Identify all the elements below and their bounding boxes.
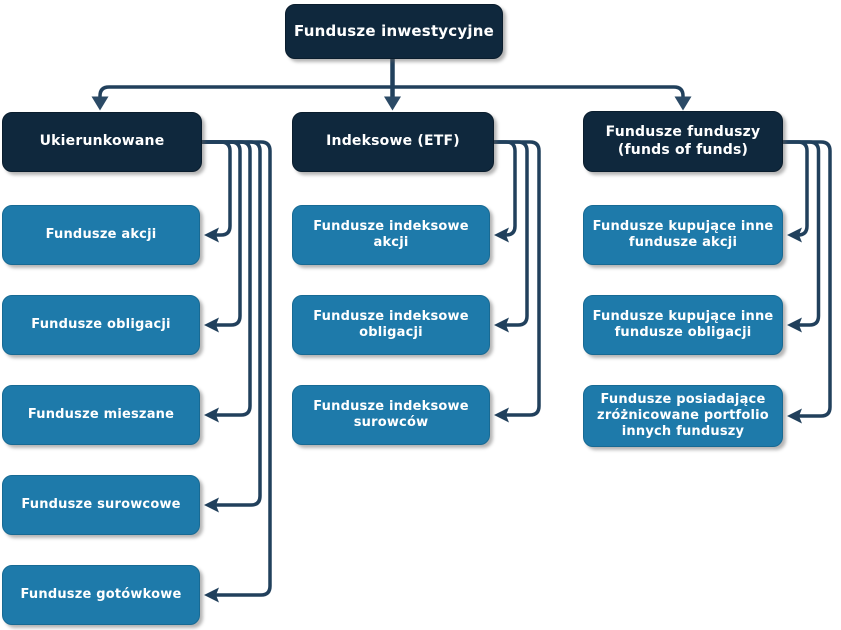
node-fundusze-kupujace-akcji: Fundusze kupujące inne fundusze akcji xyxy=(583,205,783,265)
connector-col2-child3 xyxy=(494,140,541,417)
node-fundusze-mieszane: Fundusze mieszane xyxy=(2,385,200,445)
node-header-fundusze-funduszy: Fundusze funduszy (funds of funds) xyxy=(583,111,783,172)
node-label: Fundusze obligacji xyxy=(31,316,171,332)
node-fundusze-akcji: Fundusze akcji xyxy=(2,205,200,265)
arrowhead-left-icon xyxy=(204,407,219,423)
connector-col1-child1 xyxy=(202,140,232,237)
node-label: Ukierunkowane xyxy=(39,133,165,150)
connector-col1-child3 xyxy=(202,140,252,417)
arrowhead-left-icon xyxy=(204,317,219,333)
connector-col3-child2 xyxy=(783,140,821,327)
node-fundusze-surowcowe: Fundusze surowcowe xyxy=(2,475,200,535)
node-label: Indeksowe (ETF) xyxy=(326,133,460,150)
node-label: Fundusze kupujące inne fundusze akcji xyxy=(592,218,774,250)
node-label: Fundusze inwestycyjne xyxy=(294,22,494,41)
connector-top-bar xyxy=(98,85,685,97)
node-label: Fundusze posiadające zróżnicowane portfo… xyxy=(597,391,769,440)
connector-col1-child5 xyxy=(202,140,272,597)
arrowhead-down-icon xyxy=(91,96,109,111)
node-label: Fundusze indeksowe obligacji xyxy=(313,308,469,340)
node-fundusze-kupujace-obligacji: Fundusze kupujące inne fundusze obligacj… xyxy=(583,295,783,355)
node-root-fundusze-inwestycyjne: Fundusze inwestycyjne xyxy=(285,4,503,59)
arrowhead-left-icon xyxy=(787,317,802,333)
node-fundusze-obligacji: Fundusze obligacji xyxy=(2,295,200,355)
node-label: Fundusze akcji xyxy=(45,226,157,242)
arrowhead-down-icon xyxy=(674,96,692,111)
connector-col1-child4 xyxy=(202,140,262,507)
node-header-ukierunkowane: Ukierunkowane xyxy=(2,112,202,172)
arrowhead-left-icon xyxy=(494,407,509,423)
connector-col3-child3 xyxy=(783,140,832,418)
arrowhead-left-icon xyxy=(204,497,219,513)
node-label: Fundusze indeksowe akcji xyxy=(313,218,469,250)
arrowhead-left-icon xyxy=(204,587,219,603)
connector-col1-child2 xyxy=(202,140,242,327)
node-label: Fundusze mieszane xyxy=(27,406,175,422)
node-fundusze-gotowkowe: Fundusze gotówkowe xyxy=(2,565,200,625)
node-fundusze-indeksowe-akcji: Fundusze indeksowe akcji xyxy=(292,205,490,265)
node-label: Fundusze kupujące inne fundusze obligacj… xyxy=(592,308,774,340)
node-header-indeksowe-etf: Indeksowe (ETF) xyxy=(292,112,494,172)
node-fundusze-indeksowe-surowcow: Fundusze indeksowe surowców xyxy=(292,385,490,445)
node-fundusze-indeksowe-obligacji: Fundusze indeksowe obligacji xyxy=(292,295,490,355)
arrowhead-left-icon xyxy=(204,227,219,243)
arrowhead-left-icon xyxy=(494,227,509,243)
arrowhead-left-icon xyxy=(787,227,802,243)
connector-col3-child1 xyxy=(783,140,809,237)
arrowhead-left-icon xyxy=(494,317,509,333)
connector-col2-child1 xyxy=(494,140,517,237)
arrowhead-down-icon xyxy=(384,96,401,111)
node-label: Fundusze surowcowe xyxy=(21,496,181,512)
node-label: Fundusze indeksowe surowców xyxy=(313,398,469,430)
node-fundusze-posiadajace-portfolio: Fundusze posiadające zróżnicowane portfo… xyxy=(583,385,783,447)
arrowhead-left-icon xyxy=(787,408,802,424)
node-label: Fundusze gotówkowe xyxy=(20,586,182,602)
node-label: Fundusze funduszy (funds of funds) xyxy=(605,124,761,158)
connector-col2-child2 xyxy=(494,140,529,327)
